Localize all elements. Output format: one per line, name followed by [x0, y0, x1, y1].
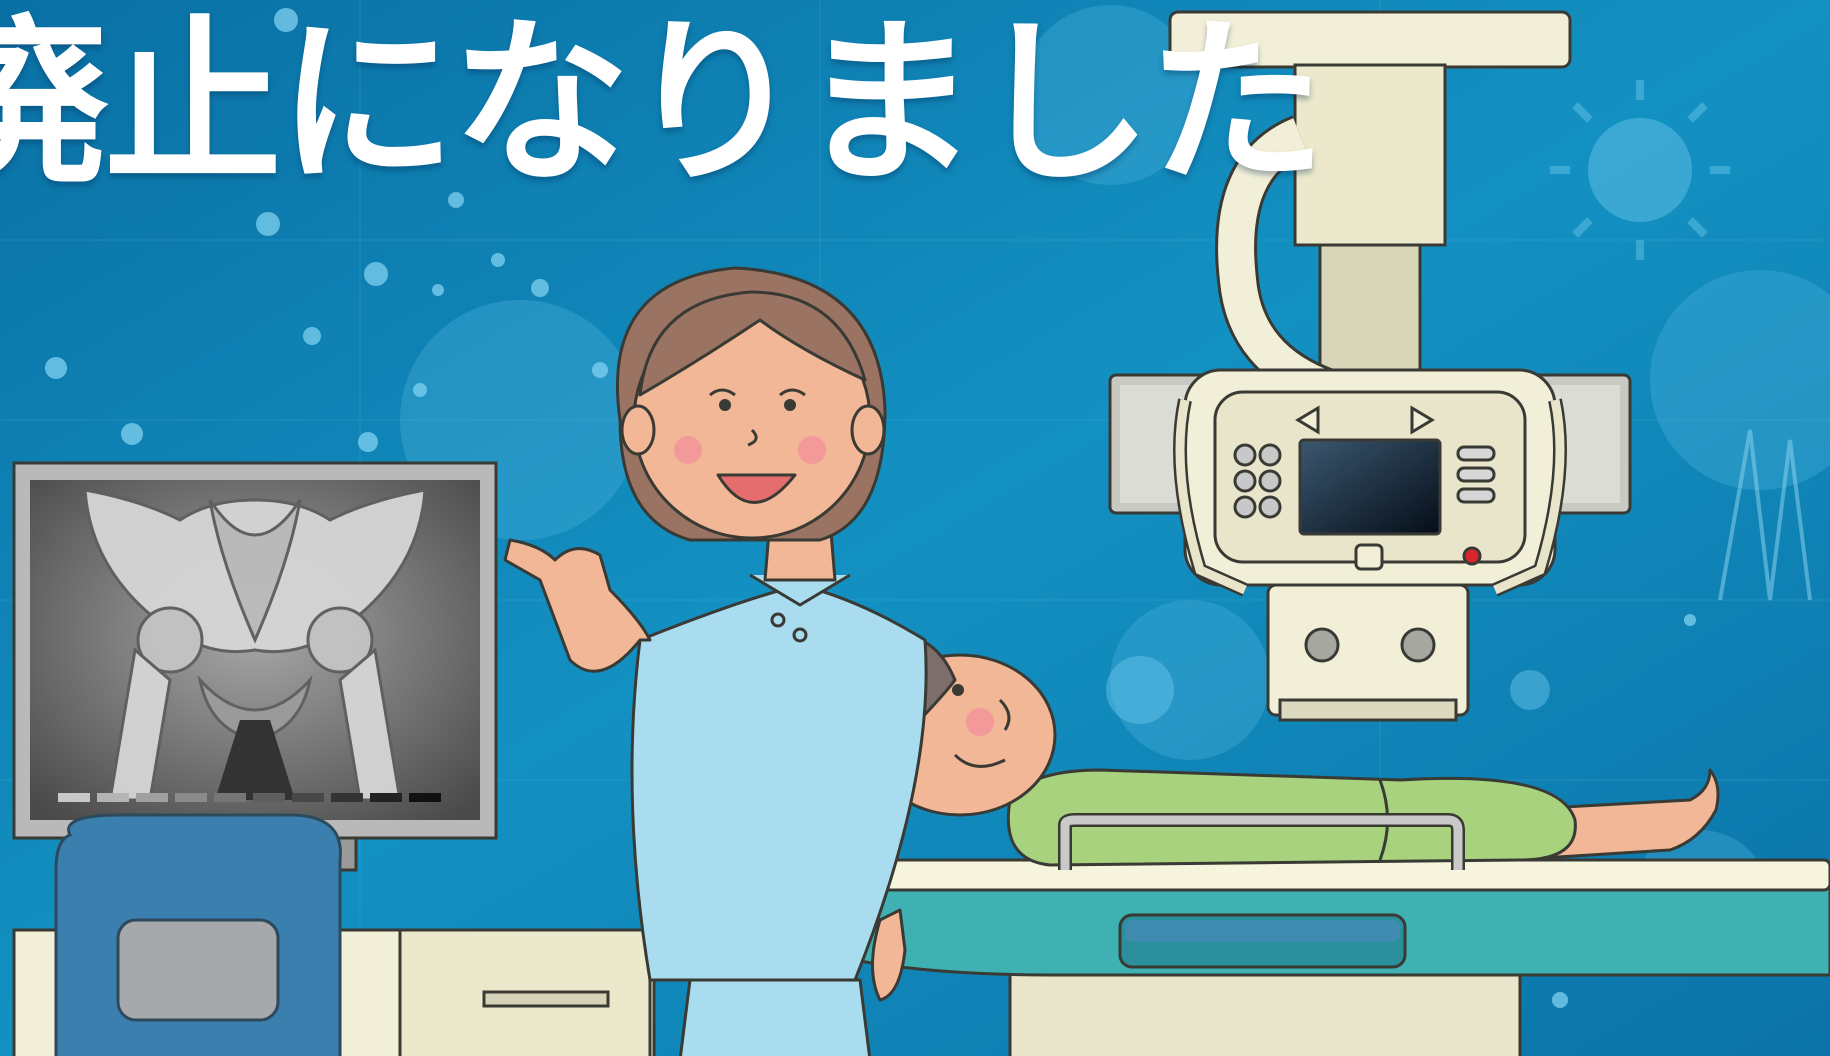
x-ray-machine	[1108, 10, 1632, 722]
x-ray-monitor	[12, 461, 498, 872]
exam-table	[687, 858, 1830, 1056]
control-buttons-left	[1233, 443, 1282, 519]
background-dots	[44, 8, 1696, 1008]
nurse	[503, 266, 928, 1056]
control-buttons-right	[1456, 445, 1496, 504]
headline-title: 廃止になりました	[0, 0, 1326, 207]
background-waveform	[1718, 429, 1812, 601]
chair	[54, 813, 342, 1056]
x-ray-scale-bar	[58, 793, 441, 802]
control-screen	[1298, 438, 1442, 536]
pelvis-x-ray	[83, 488, 427, 802]
virus-icon	[1106, 80, 1730, 724]
indicator-light	[1462, 546, 1482, 566]
